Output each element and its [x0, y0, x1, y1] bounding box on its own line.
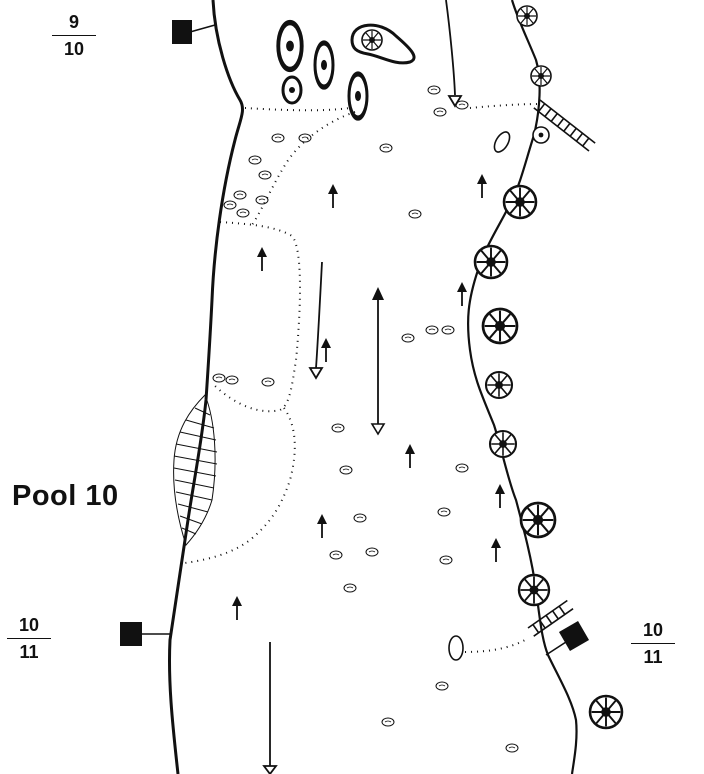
tree-icon — [484, 370, 514, 400]
dotted-boundary — [244, 107, 351, 112]
marker-denominator: 10 — [63, 39, 85, 59]
tree-icon — [530, 65, 552, 87]
steps-upper — [533, 99, 596, 152]
reed-bed-hatching — [173, 394, 218, 546]
pool-marker-top-left: 9 10 — [52, 13, 96, 58]
pool-marker-bottom-left: 10 11 — [7, 616, 51, 661]
boundary-marker-bottom-left — [120, 622, 172, 646]
tree-icon — [481, 307, 519, 345]
marker-numerator: 10 — [7, 616, 51, 639]
tree-icon — [588, 694, 624, 730]
rock-icon — [493, 131, 511, 153]
rocks — [212, 85, 519, 753]
tree-icon — [519, 501, 557, 539]
boundary-marker-bottom-right — [545, 620, 590, 656]
steps-lower — [527, 599, 574, 637]
tree-icon — [473, 244, 509, 280]
aquatic-plant-icon — [281, 75, 303, 105]
pool-title: Pool 10 — [12, 480, 119, 512]
down-arrow-hollow — [262, 0, 463, 774]
rock-icon — [448, 635, 464, 661]
aquatic-plant-icon — [349, 74, 367, 118]
marker-numerator: 9 — [52, 13, 96, 36]
double-arrow — [370, 287, 386, 436]
dotted-boundary — [469, 103, 539, 109]
dotted-boundary — [251, 111, 356, 226]
flow-arrows — [231, 173, 506, 621]
tree-icon — [532, 126, 550, 144]
dotted-boundary — [184, 407, 296, 564]
marker-numerator: 10 — [631, 621, 675, 644]
boundary-marker-top-left — [172, 20, 216, 44]
marker-denominator: 11 — [19, 642, 39, 662]
pool-marker-bottom-right: 10 11 — [631, 621, 675, 666]
island-plant — [350, 23, 416, 65]
marker-denominator: 11 — [643, 647, 663, 667]
left-bank — [167, 0, 244, 774]
dotted-boundary — [213, 221, 301, 413]
aquatic-plant-icon — [278, 23, 301, 70]
tree-icon — [516, 5, 538, 27]
aquatic-plant-icon — [315, 43, 333, 87]
tree-icon — [502, 184, 538, 220]
tree-icon — [517, 573, 551, 607]
tree-icon — [488, 429, 518, 459]
dotted-boundary — [464, 639, 526, 653]
